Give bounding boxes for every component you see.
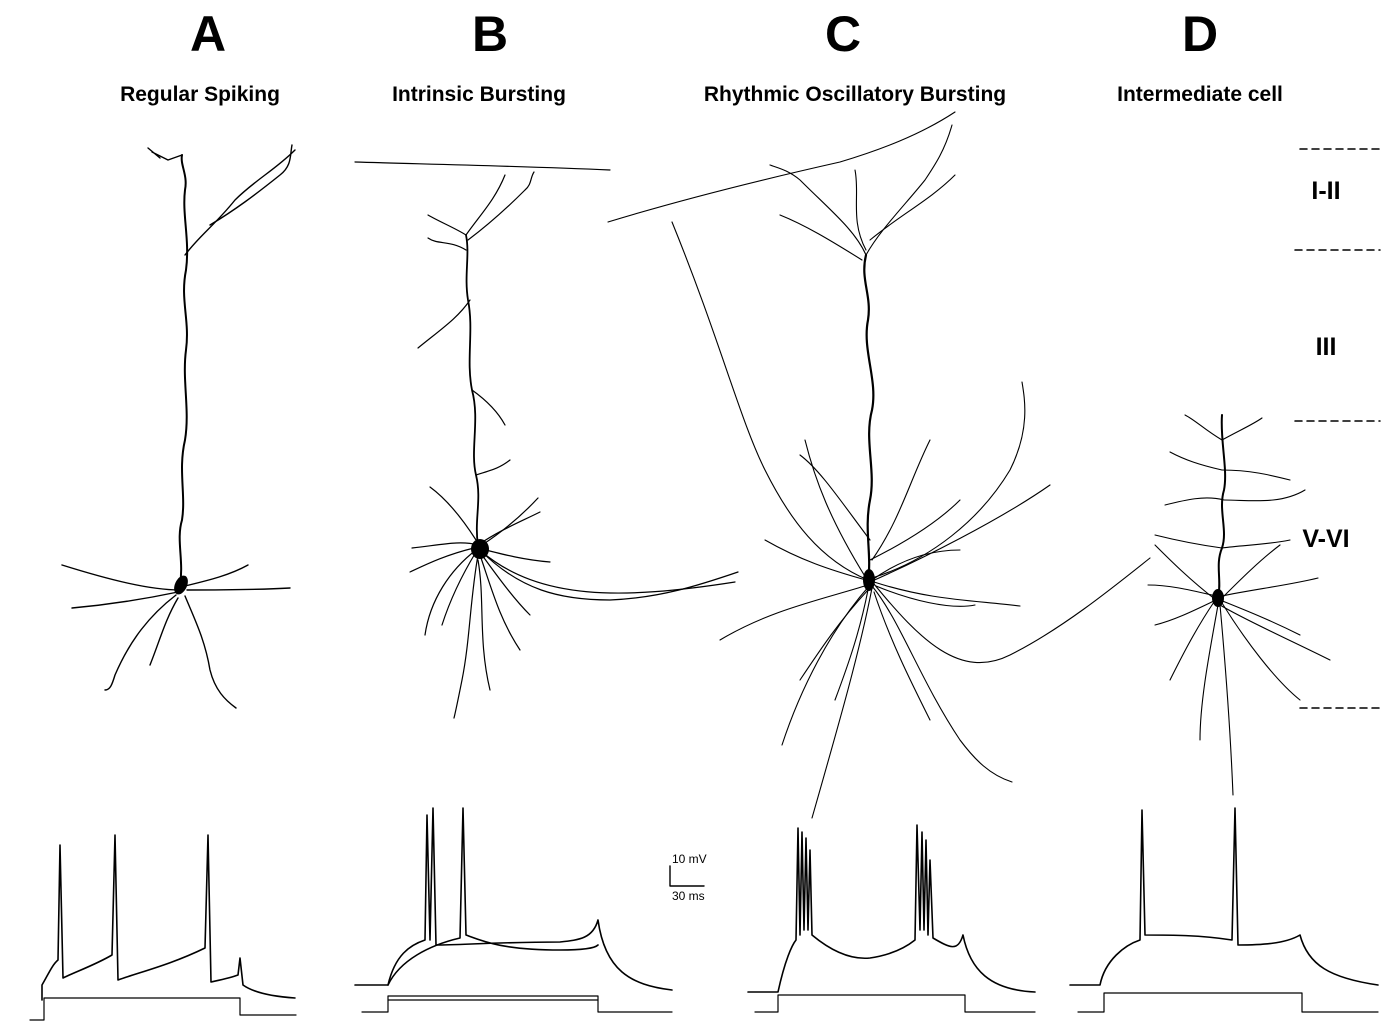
trace-b-voltage-2: [388, 808, 598, 985]
trace-c-current: [755, 995, 1035, 1012]
neuron-d-apical-dendrite: [1218, 415, 1225, 598]
trace-c: [748, 825, 1035, 1012]
neuron-d-intermediate-cell: [1148, 415, 1330, 795]
neuron-c-rhythmic-bursting: [608, 112, 1150, 818]
neuron-c-apical-dendrite: [864, 255, 873, 580]
neuron-a-regular-spiking: [62, 145, 295, 708]
scale-bar: [670, 866, 704, 886]
neuron-b-pia-line: [355, 162, 610, 170]
neuron-b-soma: [471, 539, 489, 559]
trace-d-current: [1078, 993, 1378, 1012]
neuron-c-soma: [863, 569, 875, 591]
trace-a-current: [30, 998, 296, 1020]
trace-c-voltage: [748, 825, 1035, 992]
trace-d: [1070, 808, 1378, 1012]
trace-b-current: [362, 996, 672, 1012]
trace-b: [355, 808, 672, 1012]
trace-a-voltage: [42, 835, 295, 1000]
trace-a: [30, 835, 296, 1020]
trace-b-voltage-1: [355, 808, 672, 990]
neuron-d-soma: [1212, 589, 1224, 607]
layer-boundaries: [1295, 149, 1380, 708]
trace-d-voltage: [1070, 808, 1378, 985]
neuron-b-intrinsic-bursting: [355, 162, 738, 718]
neuron-a-apical-dendrite: [180, 155, 187, 585]
